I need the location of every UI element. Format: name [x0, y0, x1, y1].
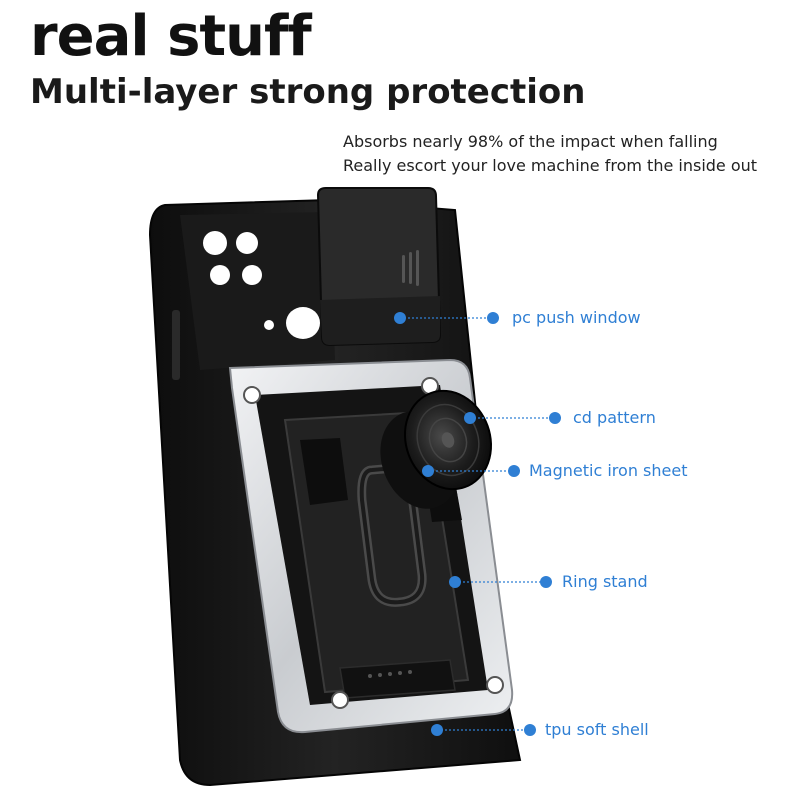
subheadline: Multi-layer strong protection [30, 72, 586, 112]
callout-dot [549, 412, 561, 424]
camera-cutouts [203, 231, 320, 339]
camera-lens-hole [242, 265, 262, 285]
camera-lens-hole [236, 232, 258, 254]
callout-dot [524, 724, 536, 736]
callout-cd-pattern: cd pattern [573, 408, 656, 427]
camera-lens-hole [203, 231, 227, 255]
screw-top-left [243, 386, 261, 404]
camera-lens-hole [210, 265, 230, 285]
callout-dot [422, 465, 434, 477]
side-button [172, 310, 180, 380]
vent-dots [368, 670, 412, 678]
tagline-line-2: Really escort your love machine from the… [343, 156, 758, 175]
slider-grip-line [416, 250, 419, 286]
screw-bottom-right [486, 676, 504, 694]
callout-magnetic-iron-sheet: Magnetic iron sheet [529, 461, 688, 480]
slider-grip-line [402, 255, 405, 283]
callout-dot [431, 724, 443, 736]
mic-hole [264, 320, 274, 330]
pc-push-window [316, 187, 442, 347]
headline: real stuff [30, 4, 312, 69]
tagline: Absorbs nearly 98% of the impact when fa… [343, 130, 757, 178]
callout-tpu-soft-shell: tpu soft shell [545, 720, 649, 739]
flash-hole [286, 307, 320, 339]
callout-dot [508, 465, 520, 477]
callout-dot [394, 312, 406, 324]
slider-grip-line [409, 252, 412, 284]
callout-leaders [394, 312, 561, 736]
screw-bottom-left [331, 691, 349, 709]
callout-dot [540, 576, 552, 588]
callout-ring-stand: Ring stand [562, 572, 648, 591]
callout-dot [487, 312, 499, 324]
callout-pc-push-window: pc push window [512, 308, 641, 327]
callout-dot [449, 576, 461, 588]
tagline-line-1: Absorbs nearly 98% of the impact when fa… [343, 132, 718, 151]
callout-dot [464, 412, 476, 424]
